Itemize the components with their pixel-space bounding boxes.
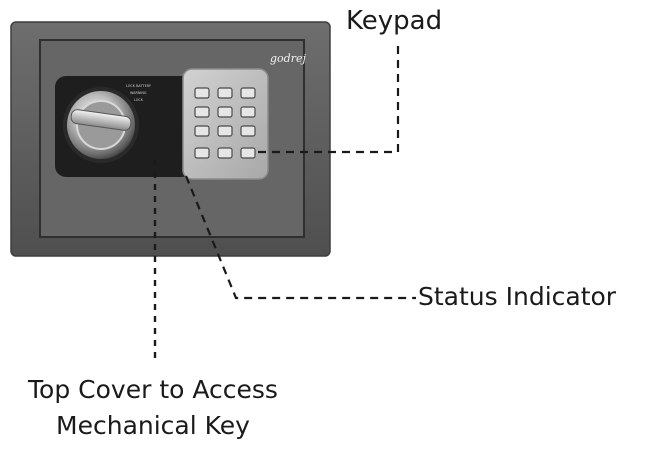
keypad-key-10 bbox=[194, 147, 210, 159]
top-cover-label-line-1: Top Cover to Access bbox=[28, 375, 278, 404]
status-indicator-leader-line bbox=[184, 175, 416, 300]
keypad-key-6 bbox=[240, 106, 256, 118]
brand-logo: godrej bbox=[270, 52, 306, 65]
keypad-key-5 bbox=[217, 106, 233, 118]
keypad-label: Keypad bbox=[346, 6, 443, 36]
keypad-key-8 bbox=[217, 125, 233, 137]
keypad-panel bbox=[182, 68, 269, 180]
panel-text-line-2: WARNING bbox=[130, 91, 147, 95]
knob-handle bbox=[70, 109, 132, 131]
keypad-key-12 bbox=[240, 147, 256, 159]
status-indicator-label: Status Indicator bbox=[418, 282, 617, 311]
keypad-key-1 bbox=[194, 87, 210, 99]
keypad-key-11 bbox=[217, 147, 233, 159]
keypad-key-2 bbox=[217, 87, 233, 99]
top-cover-label-line-2: Mechanical Key bbox=[56, 411, 250, 440]
keypad-keys bbox=[194, 87, 256, 159]
panel-text-line-3: LOCK bbox=[134, 98, 144, 102]
panel-text-line-1: LOCK BATTERY bbox=[126, 84, 152, 88]
top-cover-label: Top Cover to Access Mechanical Key bbox=[0, 372, 306, 444]
keypad-key-3 bbox=[240, 87, 256, 99]
keypad-leader-line bbox=[255, 46, 400, 154]
keypad-key-9 bbox=[240, 125, 256, 137]
keypad-key-7 bbox=[194, 125, 210, 137]
keypad-key-4 bbox=[194, 106, 210, 118]
